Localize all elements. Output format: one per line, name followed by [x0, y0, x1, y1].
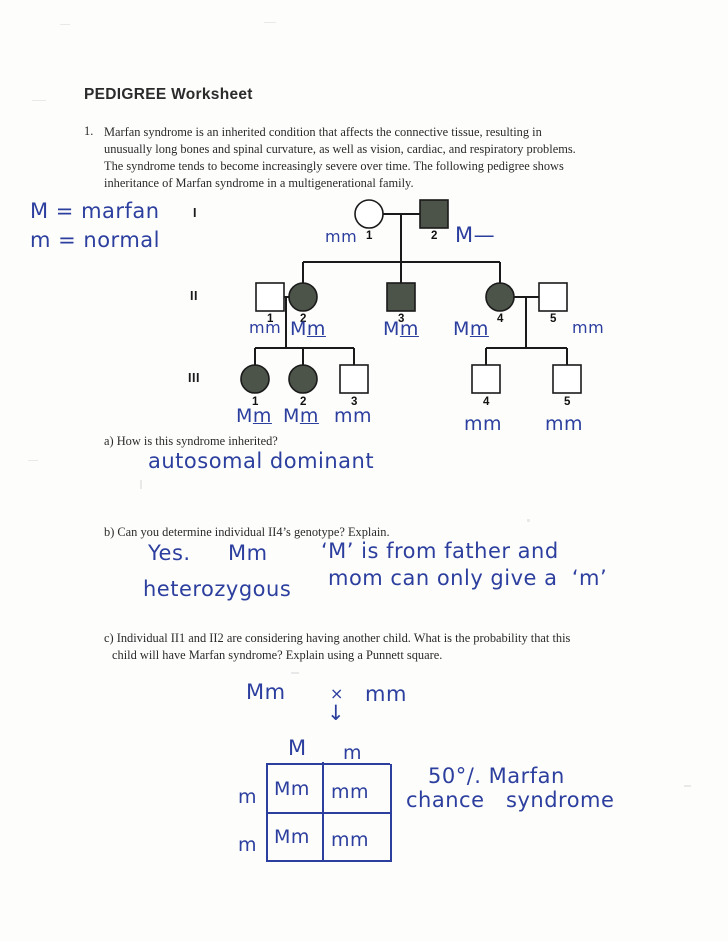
individual-number-I-2: 2: [431, 230, 438, 242]
scan-artifact: [291, 672, 299, 674]
scan-artifact: [140, 480, 142, 489]
pedigree-individual-I-1: [354, 199, 384, 229]
genotype-underline-II-3: m: [399, 318, 419, 340]
cross-parent-1: Mm: [246, 680, 286, 704]
pedigree-individual-III-4: [471, 364, 501, 394]
punnett-row-header-1: m: [238, 786, 258, 808]
question-b-explain-line-1: ‘M’ is from father and: [321, 539, 559, 563]
pedigree-individual-III-1: [240, 364, 270, 394]
scan-artifact: [32, 100, 46, 101]
legend-dominant-key: M = marfan: [30, 199, 160, 223]
genotype-annotation-II-3: Mm: [383, 318, 419, 340]
page-title: PEDIGREE Worksheet: [84, 86, 253, 103]
cross-parent-2: mm: [365, 682, 407, 706]
pedigree-individual-II-2: [288, 282, 318, 312]
individual-number-II-2: 2: [300, 313, 307, 325]
generation-label-III: III: [188, 371, 200, 385]
individual-number-I-1: 1: [366, 230, 373, 242]
question-b-answer-yes: Yes.: [148, 541, 191, 565]
genotype-annotation-I-1: mm: [325, 227, 358, 246]
individual-number-III-2: 2: [300, 396, 307, 408]
question-c-conclusion-line-2: chance syndrome: [406, 788, 615, 812]
pedigree-individual-II-3: [386, 282, 416, 312]
genotype-annotation-II-5: mm: [572, 318, 605, 337]
question-a-answer: autosomal dominant: [148, 449, 375, 473]
question-c-conclusion-line-1: 50°/. Marfan: [428, 764, 565, 788]
pedigree-individual-III-3: [339, 364, 369, 394]
generation-label-I: I: [193, 206, 197, 220]
pedigree-individual-III-5: [552, 364, 582, 394]
individual-number-III-4: 4: [483, 396, 490, 408]
individual-number-II-1: 1: [267, 313, 274, 325]
punnett-border-bottom: [266, 860, 392, 862]
question-1-line-3: The syndrome tends to become increasingl…: [104, 159, 564, 173]
punnett-border-right: [390, 764, 392, 861]
pedigree-individual-I-2: [419, 199, 449, 229]
question-1-line-2: unusually long bones and spinal curvatur…: [104, 142, 576, 156]
punnett-cell-0-1: mm: [331, 781, 370, 803]
question-1-line-1: Marfan syndrome is an inherited conditio…: [104, 125, 542, 139]
question-1-line-4: inheritance of Marfan syndrome in a mult…: [104, 176, 414, 190]
pedigree-individual-II-1: [255, 282, 285, 312]
punnett-cell-1-0: Mm: [274, 826, 310, 848]
individual-number-II-3: 3: [398, 313, 405, 325]
genotype-annotation-II-1: mm: [249, 318, 282, 337]
genotype-annotation-II-2: Mm: [290, 318, 326, 340]
pedigree-individual-III-2: [288, 364, 318, 394]
scan-artifact: [28, 460, 38, 461]
scan-artifact: [684, 785, 691, 787]
pedigree-individual-II-5: [538, 282, 568, 312]
question-b-label: b) Can you determine individual II4’s ge…: [104, 525, 390, 539]
genotype-annotation-III-3: mm: [334, 405, 373, 427]
scan-artifact: [264, 22, 276, 23]
genotype-annotation-III-4: mm: [464, 413, 503, 435]
cross-arrow: ↓: [327, 701, 346, 725]
legend-recessive-key: m = normal: [30, 228, 160, 252]
individual-number-III-1: 1: [252, 396, 259, 408]
individual-number-III-3: 3: [351, 396, 358, 408]
cross-symbol: ×: [330, 684, 344, 703]
question-c-label-line-1: c) Individual II1 and II2 are considerin…: [104, 631, 571, 645]
punnett-col-header-2: m: [343, 742, 363, 764]
question-b-explain-line-2: mom can only give a ‘m’: [328, 566, 608, 590]
genotype-underline-II-4: m: [469, 318, 489, 340]
question-1-number: 1.: [84, 124, 94, 138]
scan-artifact: [60, 24, 70, 25]
genotype-annotation-III-1: Mm: [236, 405, 272, 427]
punnett-divider-vertical: [322, 762, 324, 861]
genotype-annotation-III-5: mm: [545, 413, 584, 435]
punnett-border-top: [266, 763, 390, 765]
punnett-col-header-1: M: [288, 736, 307, 760]
question-b-answer-zygosity: heterozygous: [143, 577, 292, 601]
genotype-underline-II-2: m: [306, 318, 326, 340]
punnett-divider-horizontal: [267, 812, 391, 814]
individual-number-III-5: 5: [564, 396, 571, 408]
question-a-label: a) How is this syndrome inherited?: [104, 434, 278, 448]
scan-artifact: [527, 519, 530, 522]
punnett-row-header-2: m: [238, 834, 258, 856]
question-c-label-line-2: child will have Marfan syndrome? Explain…: [112, 648, 443, 662]
genotype-underline-III-2: m: [299, 405, 319, 427]
question-b-answer-genotype: Mm: [228, 541, 268, 565]
individual-number-II-4: 4: [497, 313, 504, 325]
genotype-underline-III-1: m: [252, 405, 272, 427]
genotype-annotation-II-4: Mm: [453, 318, 489, 340]
pedigree-individual-II-4: [485, 282, 515, 312]
genotype-annotation-I-2: M—: [455, 223, 496, 247]
genotype-annotation-III-2: Mm: [283, 405, 319, 427]
punnett-cell-1-1: mm: [331, 829, 370, 851]
individual-number-II-5: 5: [550, 313, 557, 325]
generation-label-II: II: [190, 289, 198, 303]
punnett-cell-0-0: Mm: [274, 778, 310, 800]
